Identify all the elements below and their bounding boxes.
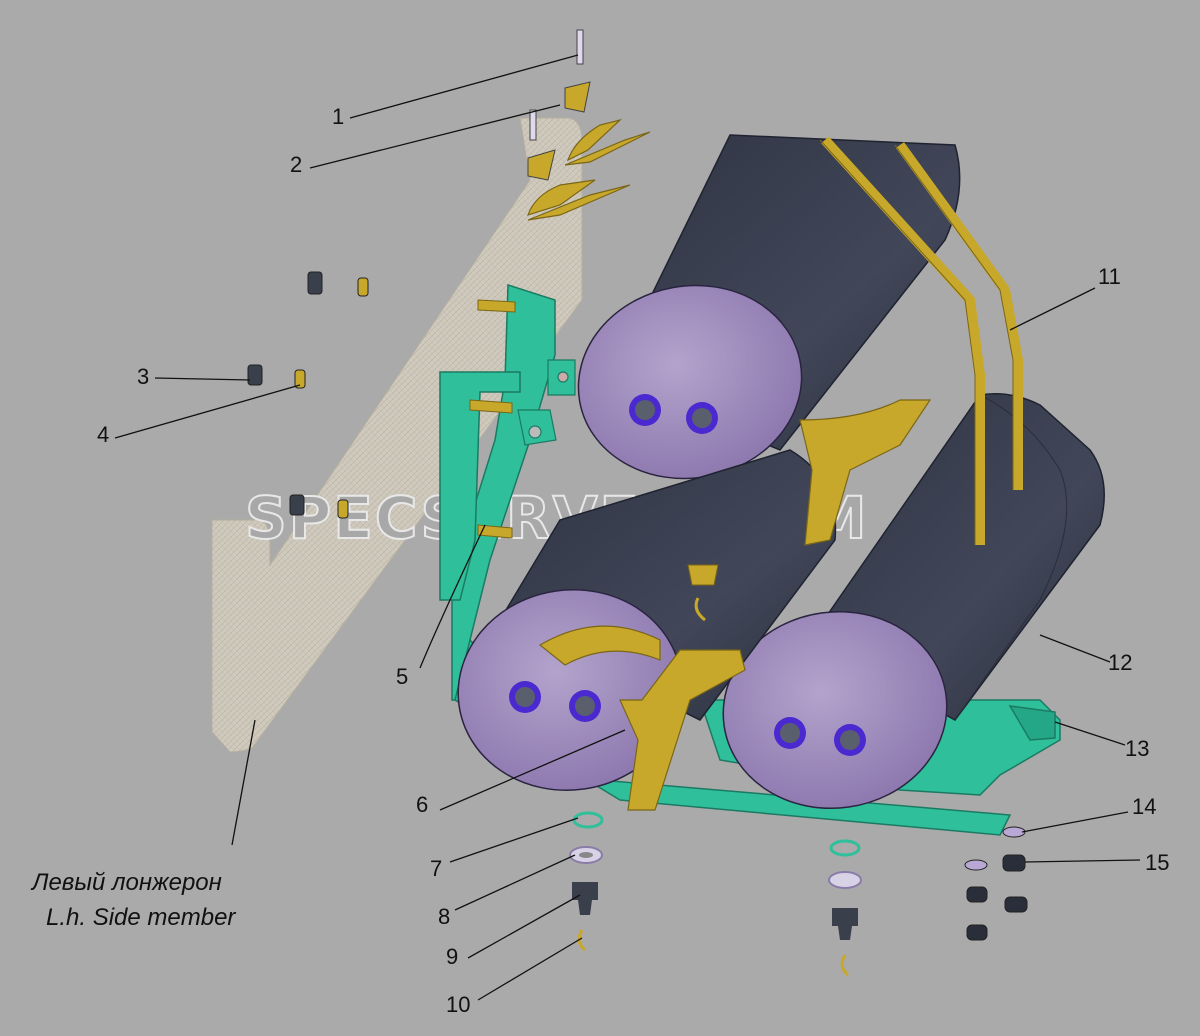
callout-10: 10 [446,992,470,1017]
callout-2: 2 [290,152,302,177]
tank-spacers [538,399,932,811]
callout-3: 3 [137,364,149,389]
callout-14: 14 [1132,794,1156,819]
tank-straps [821,136,1023,545]
callout-13: 13 [1125,736,1149,761]
callout-12: 12 [1108,650,1132,675]
side-member-label-en: L.h. Side member [46,904,236,931]
callout-11: 11 [1098,264,1121,289]
strap-hooks [527,118,651,221]
callout-1: 1 [332,104,344,129]
callout-5: 5 [396,664,408,689]
side-member-label-ru: Левый лонжерон [30,869,222,896]
callout-6: 6 [416,792,428,817]
upper-fasteners [527,29,591,181]
callout-leaders [114,54,1141,1001]
rail-nuts [247,271,369,519]
bracket-tabs [517,359,576,446]
side-member-rail [211,117,583,753]
drain-parts-center [687,564,862,977]
callout-4: 4 [97,422,109,447]
callout-8: 8 [438,904,450,929]
callout-7: 7 [430,856,442,881]
upper-tank [577,134,961,480]
callout-9: 9 [446,944,458,969]
strap-ends [819,139,1014,545]
drain-parts-left [569,811,604,952]
right-tank [722,393,1105,810]
callout-numbers: 1 2 3 4 5 6 7 8 9 10 11 12 13 14 15 [97,104,1169,1017]
base-nuts [964,826,1028,941]
bracket-bolts [469,299,516,539]
callout-15: 15 [1145,850,1169,875]
